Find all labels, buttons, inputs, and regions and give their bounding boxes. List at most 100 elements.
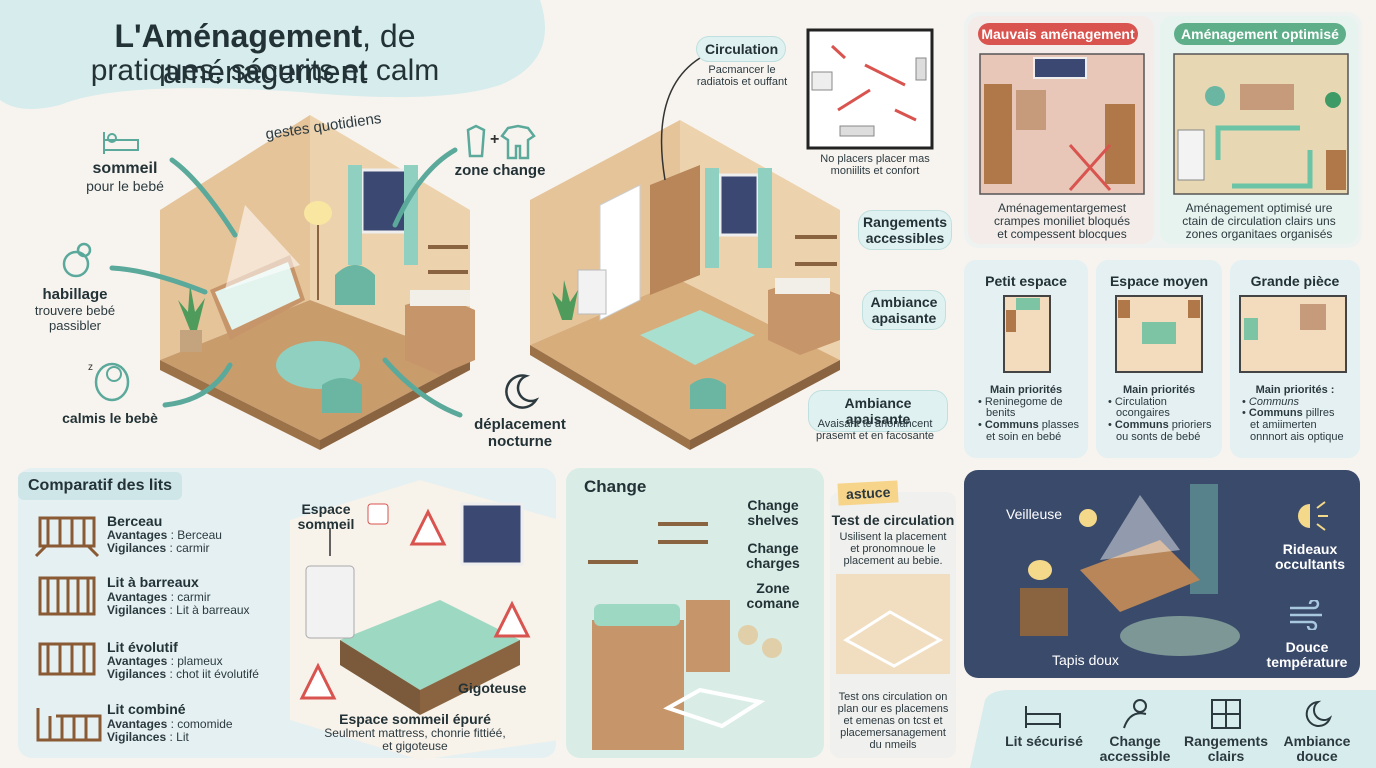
bed-name-3: Lit combiné: [107, 701, 186, 717]
nightlight-icon: [1298, 501, 1328, 531]
clothes-icon: +: [466, 124, 536, 160]
label-deplacement-1: déplacement: [474, 416, 566, 433]
label-habillage: habillage: [42, 286, 108, 303]
bed-vig-2: Vigilances : chot iit évolutifé: [107, 668, 259, 681]
astuce-b3: et emenas on tcst et: [843, 715, 943, 727]
change-title: Change: [584, 477, 647, 496]
bed-adv-3: Avantages : comomide: [107, 718, 233, 731]
bed-name-2: Lit évolutif: [107, 639, 178, 655]
size-b2r-large: pillres: [1302, 407, 1335, 419]
size-b2-large: • Communs pillres: [1242, 407, 1335, 419]
label-calm: calmis le bebè: [62, 410, 158, 426]
bed-adv-label-2: Avantages: [107, 654, 168, 668]
bottom-label-1a: Change: [1109, 733, 1161, 749]
pill-rangements: Rangements accessibles: [858, 210, 952, 250]
page-title: L'Aménagement, de aménagement: [30, 18, 500, 90]
bottom-label-1b: accessible: [1099, 748, 1171, 764]
change-shelves-2: shelves: [747, 512, 799, 528]
ambiance-a-l2: apaisante: [871, 310, 937, 326]
night-douce-1: Douce: [1285, 639, 1329, 655]
size-b2c-large: et amiimerten: [1250, 419, 1317, 431]
night-rideaux-1: Rideaux: [1282, 541, 1338, 557]
size-b2s-medium: Communs: [1114, 419, 1169, 431]
astuce-s2: et pronomnoue le: [850, 543, 936, 555]
rangements-l2: accessibles: [865, 230, 945, 246]
ambiance-a-l1: Ambiance: [870, 294, 938, 310]
bed-vig-val-1: : Lit à barreaux: [166, 603, 250, 617]
night-rideaux-2: occultants: [1274, 556, 1345, 572]
beds-title: Comparatif des lits: [18, 472, 183, 500]
bad-plan: [979, 53, 1145, 195]
change-charges-1: Change: [747, 540, 799, 556]
wind-icon: [1290, 600, 1322, 630]
change-zone-1: Zone: [756, 580, 790, 596]
size-b1-large: • Communs: [1242, 396, 1300, 408]
bed-adv-val-3: : comomide: [167, 717, 233, 731]
bottom-label-0: Lit sécurisé: [1005, 733, 1083, 749]
nursery-room-2: [530, 120, 840, 450]
ambiance-b-sub-1: Avaisant te anonancent: [817, 418, 933, 430]
baby-icon: [1123, 699, 1147, 729]
size-head-large: Main priorités :: [1255, 384, 1335, 396]
size-head-small: Main priorités: [989, 384, 1063, 396]
bed-adv-val-2: : plameux: [167, 654, 223, 668]
bottom-label-3a: Ambiance: [1283, 733, 1351, 749]
change-zone-2: comane: [746, 595, 800, 611]
plan-caption-1: No placers placer mas: [820, 153, 930, 165]
good-desc-1: Aménagement optimisé ure: [1185, 201, 1333, 215]
size-b1-medium: • Circulation: [1108, 396, 1167, 408]
size-title-medium: Espace moyen: [1109, 273, 1209, 289]
night-tapis: Tapis doux: [1052, 652, 1119, 668]
size-b1b-small: benits: [986, 407, 1016, 419]
size-b2-small: • Communs plasses: [978, 419, 1080, 431]
good-desc-3: zones organitaes organisés: [1185, 227, 1333, 241]
astuce-b2: plan our es placemens: [837, 703, 949, 715]
circulation-sub-2: radiatois et ouffant: [696, 76, 788, 88]
bed-vig-val-3: : Lit: [166, 730, 189, 744]
size-b1a-large: Communs: [1248, 396, 1300, 408]
bed-name-1: Lit à barreaux: [107, 574, 199, 590]
good-plan: [1173, 53, 1349, 195]
change-charges-2: charges: [746, 555, 800, 571]
size-b2c-small: et soin en bebé: [986, 431, 1062, 443]
night-douce-2: température: [1266, 654, 1348, 670]
bottom-label-2a: Rangements: [1183, 733, 1269, 749]
bed-adv-0: Avantages : Berceau: [107, 529, 222, 542]
bed-vig-label-2: Vigilances: [107, 667, 167, 681]
rangements-l1: Rangements: [863, 214, 948, 230]
bed-adv-2: Avantages : plameux: [107, 655, 223, 668]
pacifier-icon: [62, 242, 92, 278]
bottom-label-3b: douce: [1296, 748, 1338, 764]
bad-desc-1: Aménagementargemest: [997, 201, 1127, 215]
bed-icon: [103, 132, 139, 154]
bottom-label-2b: clairs: [1207, 748, 1245, 764]
bed-vig-0: Vigilances : carmir: [107, 542, 210, 555]
astuce-tag: astuce: [837, 480, 899, 506]
size-b2r-small: plasses: [1038, 419, 1080, 431]
size-head-medium: Main priorités: [1122, 384, 1196, 396]
bad-title: Mauvais aménagement: [978, 23, 1138, 45]
moon-icon: [1305, 700, 1333, 727]
epure-sub-1: Seulment mattress, chonrie fittiéé,: [324, 726, 506, 740]
bed-vig-label-1: Vigilances: [107, 603, 167, 617]
size-b1a-small: Reninegome de: [984, 396, 1063, 408]
svg-text:z: z: [88, 362, 93, 373]
label-gigoteuse: Gigoteuse: [458, 680, 527, 696]
pill-ambiance-b: Ambiance apaisante: [808, 390, 948, 432]
swaddled-baby-icon: z: [88, 362, 130, 402]
bed-adv-label-1: Avantages: [107, 590, 168, 604]
bed-vig-val-2: : chot iit évolutifé: [166, 667, 259, 681]
ambiance-b-sub-2: prasemt et en facosante: [815, 430, 934, 442]
label-habillage-sub1: trouvere bebé: [34, 303, 116, 318]
astuce-b1: Test ons circulation on: [838, 691, 948, 703]
size-b2s-small: Communs: [984, 419, 1039, 431]
size-b1b-medium: ocongaires: [1116, 407, 1170, 419]
astuce-title: Test de circulation: [831, 512, 955, 528]
astuce-s3: placement au bebie.: [843, 555, 943, 567]
bed-vig-1: Vigilances : Lit à barreaux: [107, 604, 250, 617]
cabinet-icon: [1211, 699, 1241, 729]
floor-plan: [806, 28, 934, 150]
label-sommeil-sub: pour le bebé: [86, 178, 164, 194]
label-habillage-sub2: passibler: [48, 318, 102, 333]
